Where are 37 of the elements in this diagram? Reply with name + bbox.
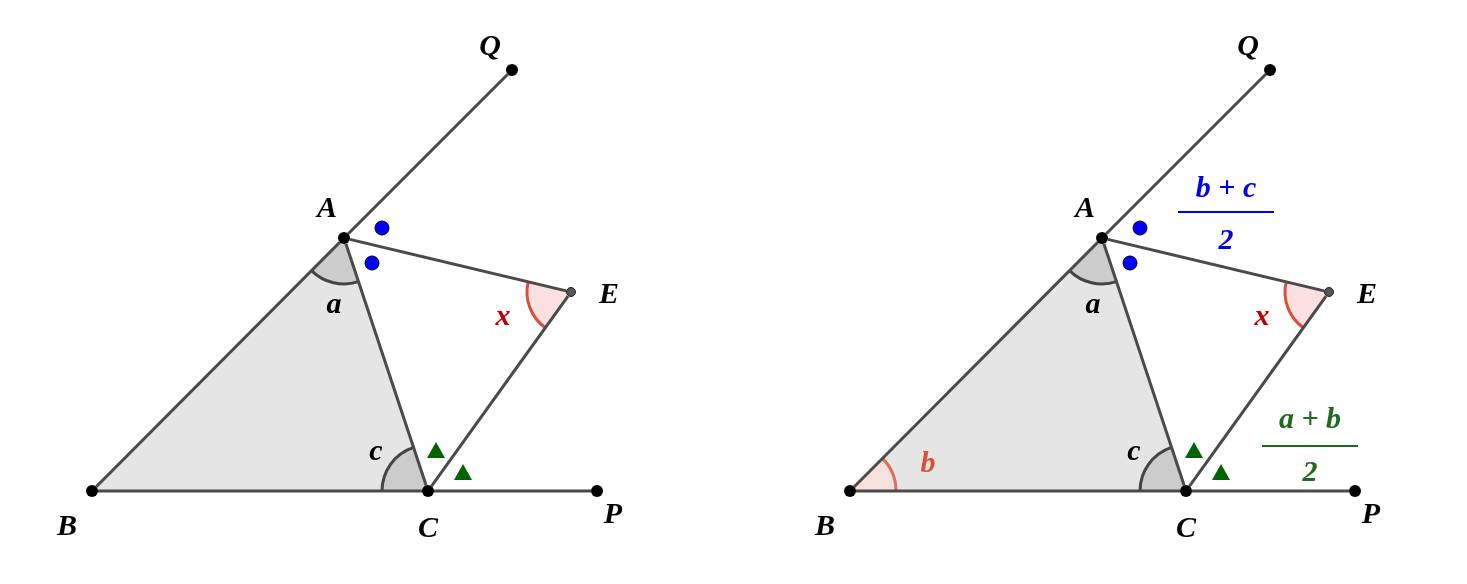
- line-segment: [98, 489, 422, 493]
- point-label: E: [599, 278, 619, 308]
- point-label: B: [57, 510, 77, 540]
- angle-label: b: [920, 447, 936, 477]
- line-segment: [430, 295, 570, 487]
- point-label: P: [1361, 498, 1381, 528]
- line-segment: [1188, 295, 1328, 487]
- point-label: Q: [1237, 30, 1259, 60]
- line-segment: [853, 241, 1099, 488]
- line-segment: [1192, 489, 1349, 493]
- fraction-term: a + b: [1278, 403, 1342, 433]
- line-segment: [856, 489, 1180, 493]
- point-label: B: [815, 510, 835, 540]
- point-label: E: [1357, 278, 1377, 308]
- angle-label: x: [495, 300, 511, 330]
- angle-label: x: [1254, 300, 1270, 330]
- line-segment: [1102, 243, 1186, 486]
- angle-label: c: [369, 435, 383, 465]
- fraction-term: b + c: [1195, 172, 1257, 202]
- line-segment: [1107, 237, 1325, 293]
- angle-label: a: [1085, 288, 1101, 318]
- point-label: A: [317, 192, 337, 222]
- line-segment: [95, 241, 341, 488]
- point-label: Q: [479, 30, 501, 60]
- line-segment: [344, 243, 428, 486]
- line-segment: [1105, 73, 1267, 235]
- fraction-term: 2: [1218, 224, 1234, 254]
- angle-label: a: [326, 288, 342, 318]
- point-label: C: [418, 512, 438, 542]
- point-label: A: [1075, 192, 1095, 222]
- angle-label: c: [1127, 435, 1141, 465]
- line-segment: [434, 489, 591, 493]
- line-segment: [347, 73, 509, 235]
- point-label: P: [603, 498, 623, 528]
- point-label: C: [1176, 512, 1196, 542]
- fraction-term: 2: [1302, 456, 1318, 486]
- line-segment: [349, 237, 567, 293]
